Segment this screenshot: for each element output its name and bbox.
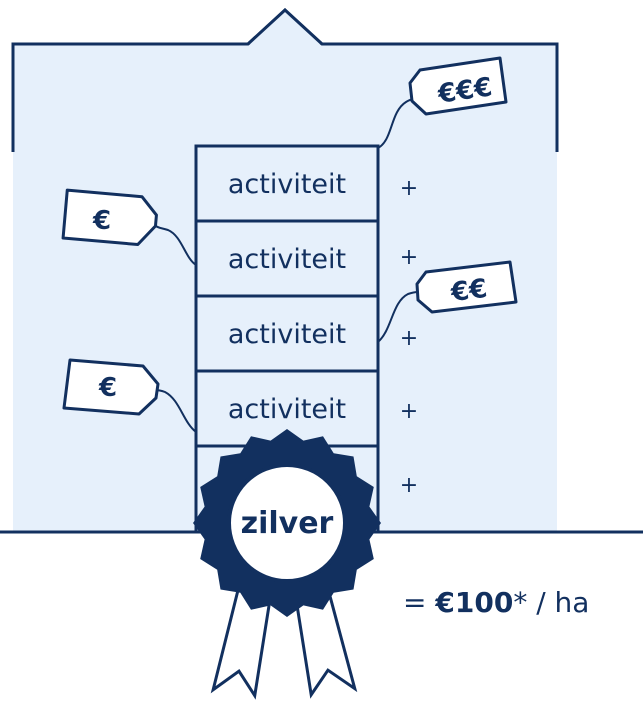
activity-label: activiteit — [228, 169, 346, 200]
activity-box — [194, 219, 380, 298]
plus-sign: + — [400, 326, 418, 351]
result-amount: €100 — [434, 586, 513, 619]
price-tag-icon — [62, 358, 160, 416]
rosette-ribbon-icon: zilver — [193, 429, 381, 700]
activity-box — [194, 294, 380, 373]
activity-label: activiteit — [228, 319, 346, 350]
result-prefix: = — [403, 586, 435, 619]
price-tag-triple: €€€ — [377, 56, 508, 149]
result-text: = €100* / ha — [403, 586, 589, 619]
price-tag-icon — [61, 188, 158, 247]
tag-string — [155, 225, 197, 266]
plus-sign: + — [400, 473, 418, 498]
price-tag-text: € — [92, 206, 111, 236]
roof-peak-fill — [248, 10, 322, 44]
price-tag-text: € — [98, 373, 117, 403]
price-tag-single-bottom: € — [62, 358, 197, 433]
price-tag-icon — [415, 260, 518, 314]
activity-label: activiteit — [228, 394, 346, 425]
price-tag-single-top: € — [61, 188, 197, 266]
plus-sign: + — [400, 399, 418, 424]
plus-sign: + — [400, 245, 418, 270]
badge-label: zilver — [241, 506, 334, 541]
result-asterisk: * — [513, 586, 527, 619]
plus-column: + + + + + — [400, 176, 418, 498]
tag-string — [377, 291, 419, 343]
price-tag-double: €€ — [377, 260, 518, 343]
activity-label: activiteit — [228, 244, 346, 275]
price-tag-text: €€ — [448, 274, 489, 308]
roof-peak — [246, 7, 324, 46]
price-tag-icon — [408, 56, 508, 116]
seal-inner-ring — [227, 463, 347, 583]
plus-sign: + — [400, 176, 418, 201]
result-unit: / ha — [527, 586, 589, 619]
